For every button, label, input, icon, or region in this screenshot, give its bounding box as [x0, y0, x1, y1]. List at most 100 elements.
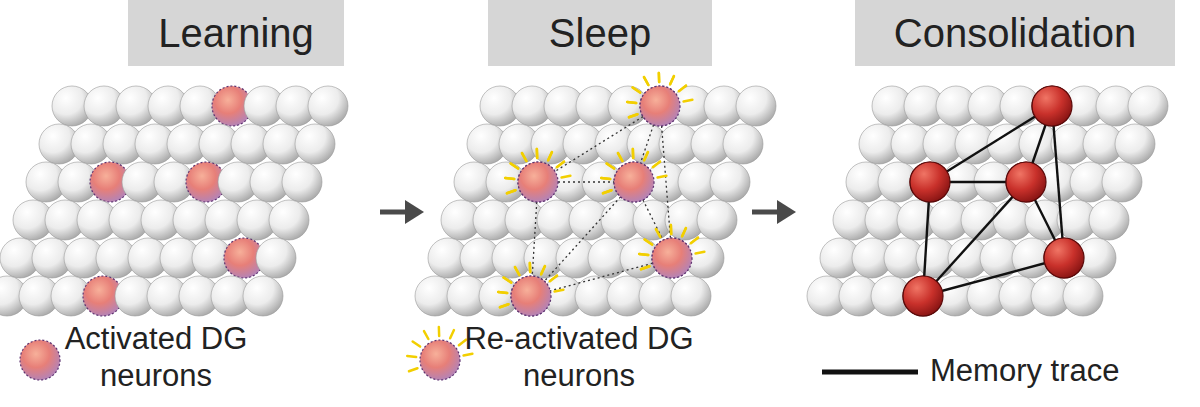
- reactivated-neuron: [518, 162, 558, 202]
- reactivation-ray: [607, 164, 614, 169]
- reactivation-ray: [656, 229, 660, 237]
- reactivated-neuron: [420, 340, 460, 380]
- reactivation-ray: [529, 263, 532, 272]
- panel-heading-box: Learning: [128, 0, 344, 66]
- reactivation-ray: [515, 267, 519, 275]
- reactivation-ray: [555, 290, 564, 292]
- consolidated-neuron: [1032, 86, 1072, 126]
- dg-neuron: [256, 238, 296, 278]
- reactivated-neuron: [640, 86, 680, 126]
- reactivation-ray: [641, 266, 649, 269]
- reactivation-ray: [656, 229, 660, 237]
- dg-neuron: [1128, 86, 1168, 126]
- reactivation-ray: [413, 342, 420, 347]
- neuron-grid: [415, 73, 776, 316]
- reactivation-ray: [557, 162, 564, 168]
- reactivation-ray: [536, 149, 539, 158]
- legend-label: Memory trace: [930, 352, 1192, 389]
- reactivated-neuron: [511, 276, 551, 316]
- reactivation-ray: [684, 100, 693, 102]
- reactivation-ray: [670, 76, 674, 84]
- reactivation-ray: [682, 228, 686, 236]
- dg-neuron: [1089, 200, 1129, 240]
- consolidated-neuron: [903, 276, 943, 316]
- reactivation-ray: [562, 176, 571, 178]
- reactivation-ray: [438, 327, 441, 336]
- consolidated-neuron: [1006, 162, 1046, 202]
- reactivation-ray: [670, 225, 673, 234]
- reactivation-ray: [511, 164, 518, 169]
- reactivated-neuron: [652, 238, 692, 278]
- dg-neuron: [269, 200, 309, 240]
- reactivation-ray: [627, 102, 636, 103]
- reactivated-neuron: [518, 162, 558, 202]
- reactivation-ray: [633, 88, 640, 93]
- reactivated-neuron: [614, 162, 654, 202]
- consolidated-neuron: [1044, 238, 1084, 278]
- panel-heading: Learning: [158, 11, 314, 56]
- memory-trace-line: [660, 106, 672, 258]
- reactivation-ray: [548, 152, 552, 160]
- reactivation-ray: [632, 149, 635, 158]
- reactivation-ray: [658, 73, 661, 82]
- reactivation-ray: [515, 267, 519, 275]
- reactivation-ray: [618, 153, 622, 161]
- reactivation-ray: [629, 114, 637, 117]
- memory-trace-line: [923, 258, 1064, 296]
- reactivation-ray: [601, 178, 610, 179]
- reactivation-ray: [522, 153, 526, 161]
- reactivation-ray: [522, 153, 526, 161]
- activated-neuron: [20, 340, 60, 380]
- legend-label: Re-activated DG neurons: [464, 320, 694, 394]
- panel-heading-box: Consolidation: [855, 0, 1175, 66]
- consolidated-neuron: [1044, 238, 1084, 278]
- reactivation-ray: [504, 278, 511, 283]
- dg-neuron: [697, 200, 737, 240]
- reactivation-ray: [684, 100, 693, 102]
- legend-label: Activated DG neurons: [58, 320, 254, 394]
- reactivation-ray: [679, 86, 686, 92]
- dg-neuron: [1063, 276, 1103, 316]
- dg-neuron: [736, 86, 776, 126]
- reactivation-ray: [511, 164, 518, 169]
- reactivation-ray: [536, 149, 539, 158]
- dg-neuron: [1115, 124, 1155, 164]
- dg-neuron: [710, 162, 750, 202]
- reactivated-neuron: [614, 162, 654, 202]
- reactivation-ray: [691, 238, 698, 244]
- reactivation-ray: [500, 304, 508, 307]
- reactivation-ray: [601, 178, 610, 179]
- reactivation-ray: [653, 162, 660, 168]
- reactivation-ray: [498, 292, 507, 293]
- consolidated-neuron: [903, 276, 943, 316]
- reactivation-ray: [644, 152, 648, 160]
- dg-neuron: [723, 124, 763, 164]
- reactivation-ray: [696, 252, 705, 254]
- neuron-grid: [807, 86, 1168, 316]
- reactivation-ray: [541, 266, 545, 274]
- reactivation-ray: [670, 225, 673, 234]
- reactivation-ray: [633, 88, 640, 93]
- reactivation-ray: [603, 190, 611, 193]
- reactivation-ray: [407, 356, 416, 357]
- reactivation-ray: [505, 178, 514, 179]
- reactivation-ray: [562, 176, 571, 178]
- reactivation-ray: [644, 77, 648, 85]
- panel-heading: Sleep: [549, 11, 651, 56]
- reactivation-ray: [409, 368, 417, 371]
- reactivation-ray: [507, 190, 515, 193]
- reactivation-ray: [450, 330, 454, 338]
- neuron-grids: [0, 73, 1168, 316]
- dg-neuron: [671, 276, 711, 316]
- consolidated-neuron: [910, 162, 950, 202]
- panel-heading-box: Sleep: [488, 0, 712, 66]
- reactivation-ray: [658, 176, 667, 178]
- reactivation-ray: [658, 73, 661, 82]
- reactivation-ray: [670, 76, 674, 84]
- reactivation-ray: [550, 276, 557, 282]
- reactivation-ray: [505, 178, 514, 179]
- reactivation-ray: [645, 240, 652, 245]
- reactivation-ray: [529, 263, 532, 272]
- dg-neuron: [282, 162, 322, 202]
- reactivation-ray: [645, 240, 652, 245]
